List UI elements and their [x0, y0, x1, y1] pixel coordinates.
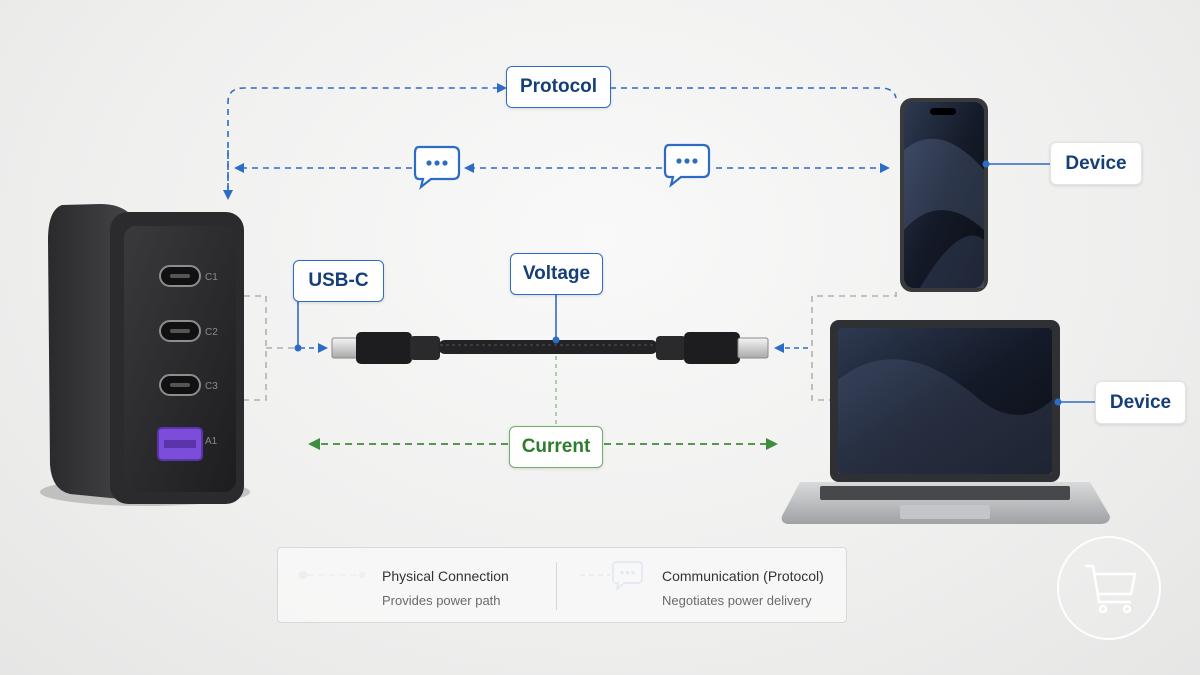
current-label: Current	[509, 426, 603, 468]
device-laptop-label: Device	[1095, 381, 1186, 424]
port-label-c2: C2	[205, 327, 218, 338]
laptop	[781, 320, 1110, 524]
port-label-c3: C3	[205, 381, 218, 392]
protocol-loop-line	[227, 83, 507, 192]
chat-bubble-icon	[413, 145, 461, 190]
legend-communication-title: Communication (Protocol)	[662, 568, 824, 584]
physical-connection-line-left	[244, 295, 267, 401]
legend-divider	[556, 562, 557, 610]
voltage-label: Voltage	[510, 253, 603, 295]
usb-cable	[331, 332, 769, 364]
device-phone-label: Device	[1050, 142, 1142, 185]
protocol-label: Protocol	[506, 66, 611, 108]
charger	[40, 204, 250, 506]
cart-badge[interactable]	[1057, 536, 1161, 640]
legend-communication-subtitle: Negotiates power delivery	[662, 593, 812, 608]
legend: Physical Connection Provides power path …	[277, 547, 847, 623]
legend-physical-title: Physical Connection	[382, 568, 509, 584]
chat-bubble-icon	[663, 143, 711, 188]
legend-physical-subtitle: Provides power path	[382, 593, 501, 608]
port-label-c1: C1	[205, 272, 218, 283]
port-label-a1: A1	[205, 436, 218, 447]
protocol-loop-line-right	[610, 87, 897, 99]
physical-connection-line-right	[811, 292, 897, 401]
phone	[900, 98, 988, 292]
usb-c-label: USB-C	[293, 260, 384, 302]
